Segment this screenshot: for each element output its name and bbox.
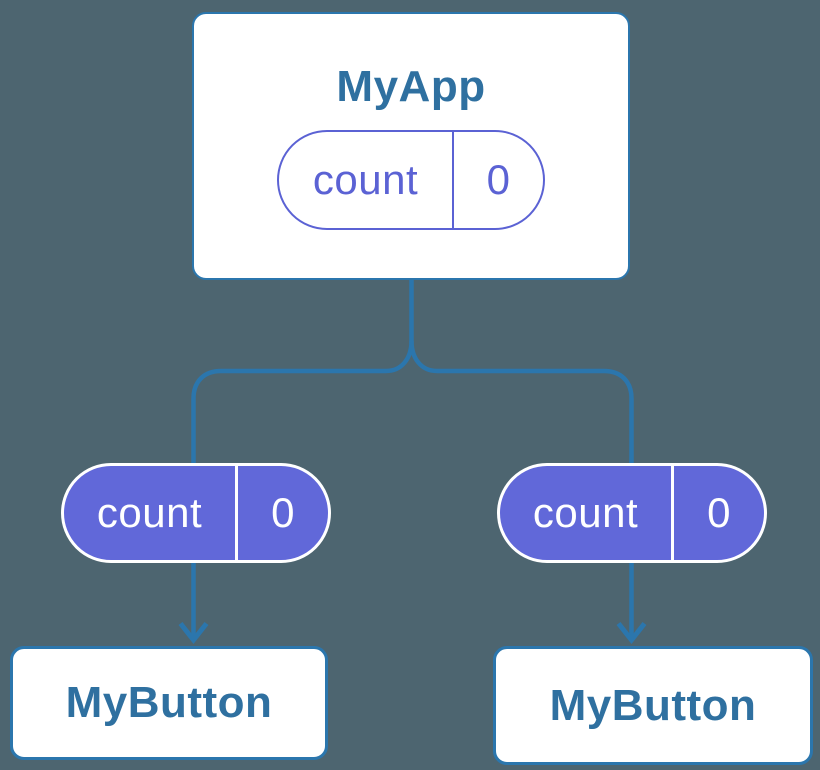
state-pill: count 0 [277,130,545,230]
branch-left-line [191,340,414,636]
node-myapp: MyApp count 0 [192,12,630,280]
prop-name: count [532,489,639,536]
pill-divider [671,466,674,560]
node-mybutton-right: MyButton [493,646,813,765]
state-name: count [312,156,419,203]
branch-right-line [409,340,634,636]
node-mybutton-left: MyButton [10,646,328,760]
node-title: MyButton [549,680,757,730]
pill-divider [235,466,238,560]
prop-value: 0 [271,489,295,536]
arrow-down-icon [178,621,209,645]
node-title: MyButton [65,678,273,727]
prop-value: 0 [707,489,731,536]
pill-divider [452,132,454,228]
state-value: 0 [486,156,511,203]
prop-name: count [96,489,203,536]
node-title: MyApp [336,62,486,111]
prop-pill-right: count 0 [497,463,767,563]
prop-pill-left: count 0 [61,463,331,563]
arrow-down-icon [616,621,647,645]
